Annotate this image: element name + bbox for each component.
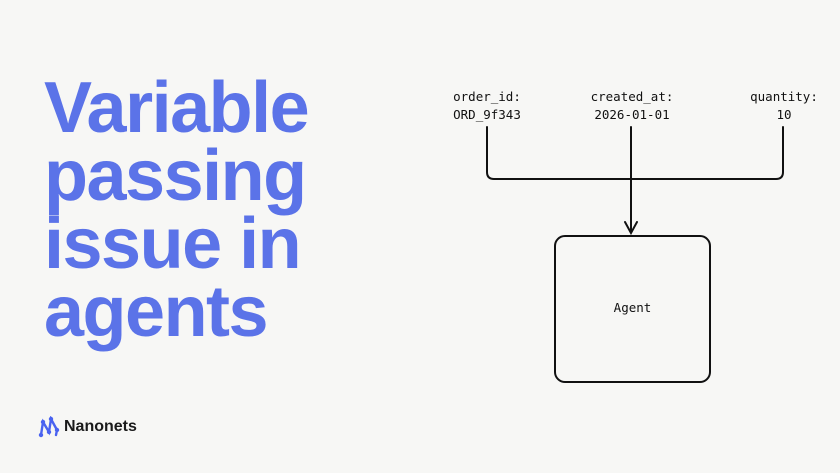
- input-value: 2026-01-01: [594, 107, 670, 122]
- title-line: agents: [44, 272, 269, 352]
- connector-order-id: [486, 126, 632, 180]
- input-order-id: order_id: ORD_9f343: [440, 88, 534, 124]
- input-label: created_at:: [590, 89, 674, 104]
- arrow-head-icon: [624, 221, 638, 236]
- nanonets-logo-icon: [38, 416, 60, 438]
- input-created-at: created_at: 2026-01-01: [580, 88, 684, 124]
- brand-name: Nanonets: [64, 418, 137, 435]
- input-value: 10: [776, 107, 792, 122]
- brand-logo: Nanonets: [38, 416, 137, 438]
- agent-label: Agent: [613, 300, 652, 315]
- title-line: passing: [44, 136, 307, 216]
- agent-box: [554, 235, 711, 383]
- input-label: order_id:: [453, 89, 521, 104]
- title-line: issue in: [44, 204, 302, 284]
- input-value: ORD_9f343: [453, 107, 521, 122]
- input-label: quantity:: [750, 89, 818, 104]
- input-quantity: quantity: 10: [744, 88, 824, 124]
- connector-quantity: [630, 126, 784, 180]
- page-title: Variable passing issue in agents: [44, 68, 310, 352]
- title-line: Variable: [44, 68, 310, 148]
